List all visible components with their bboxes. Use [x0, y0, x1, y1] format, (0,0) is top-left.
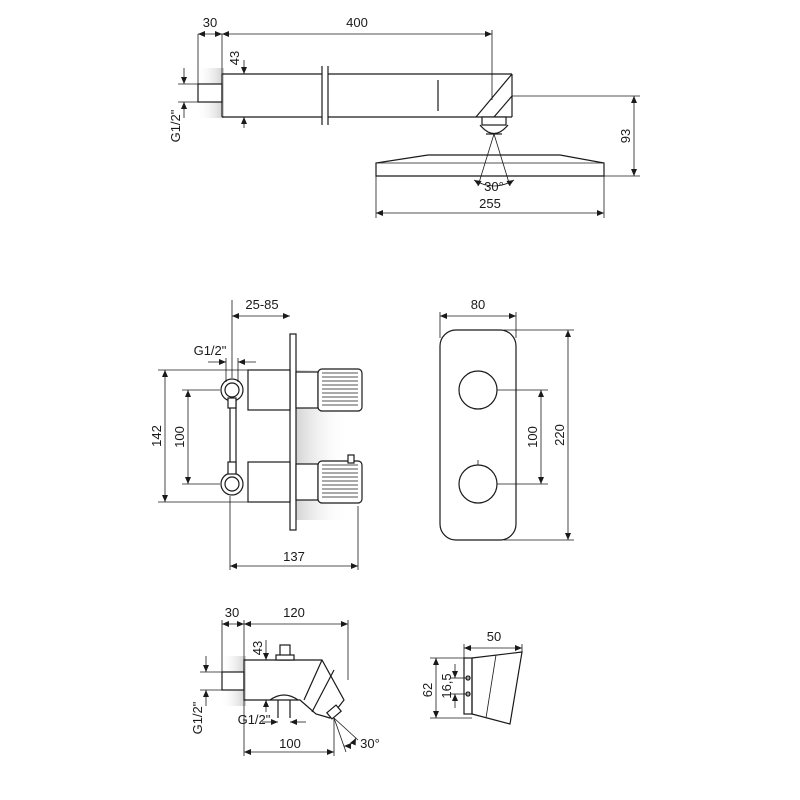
cover-plate [289, 333, 297, 531]
mixer-front-view: 80 100 220 [439, 297, 574, 541]
dim-spout-angle: 30° [360, 736, 380, 751]
dim-front-width: 80 [471, 297, 485, 312]
valve-body-upper [247, 369, 291, 411]
dim-side-depth: 137 [283, 549, 305, 564]
wall-flange [197, 83, 223, 103]
dim-side-thread: G1/2" [194, 343, 227, 358]
dim-spout-length: 120 [283, 605, 305, 620]
knob-lower [295, 463, 319, 501]
front-plate [439, 329, 517, 541]
inlet-port-lower [220, 472, 244, 496]
dim-spout-outlet-distance: 100 [279, 736, 301, 751]
shower-head [375, 154, 605, 177]
dim-spout-wall-offset: 30 [225, 605, 239, 620]
dim-arm-thread: G1/2" [168, 109, 183, 142]
dim-holder-hole-spacing: 16,5 [439, 673, 454, 698]
ball-joint [481, 116, 507, 126]
holder-body [471, 651, 523, 725]
dim-front-spacing: 100 [525, 426, 540, 448]
dim-front-height: 220 [552, 424, 567, 446]
dim-depth-range: 25-85 [245, 297, 278, 312]
knob-upper [295, 371, 319, 409]
dim-head-width: 255 [479, 196, 501, 211]
dim-arm-length: 400 [346, 15, 368, 30]
dim-spout-thread-bottom: G1/2" [238, 712, 271, 727]
spout-flange [221, 671, 245, 691]
dim-holder-height: 62 [420, 683, 435, 697]
dim-spout-thread-left: G1/2" [190, 701, 205, 734]
dim-side-spacing: 100 [172, 426, 187, 448]
holder-view: 50 62 16,5 [420, 629, 523, 725]
dim-spout-height: 43 [250, 641, 265, 655]
dim-holder-width: 50 [487, 629, 501, 644]
spout-body [243, 659, 345, 719]
front-knob-upper [458, 370, 498, 410]
spout-view: 30 120 43 G1/2" G1/2" 100 [190, 605, 380, 756]
valve-body-lower [247, 461, 291, 503]
knob-lower-ribs [317, 460, 363, 504]
dim-side-height: 142 [149, 425, 164, 447]
shower-arm-view: 30 400 43 G1/2" 93 30° 2 [168, 15, 640, 218]
dim-arm-height: 43 [227, 51, 242, 65]
mixer-side-view: 25-85 G1/2" 142 100 137 [149, 297, 363, 570]
dim-arm-wall-offset: 30 [203, 15, 217, 30]
knob-upper-ribs [317, 368, 363, 412]
front-knob-lower [458, 464, 498, 504]
dim-head-drop: 93 [618, 129, 633, 143]
holder-plate [463, 657, 473, 715]
dim-tilt-angle: 30° [484, 179, 504, 194]
